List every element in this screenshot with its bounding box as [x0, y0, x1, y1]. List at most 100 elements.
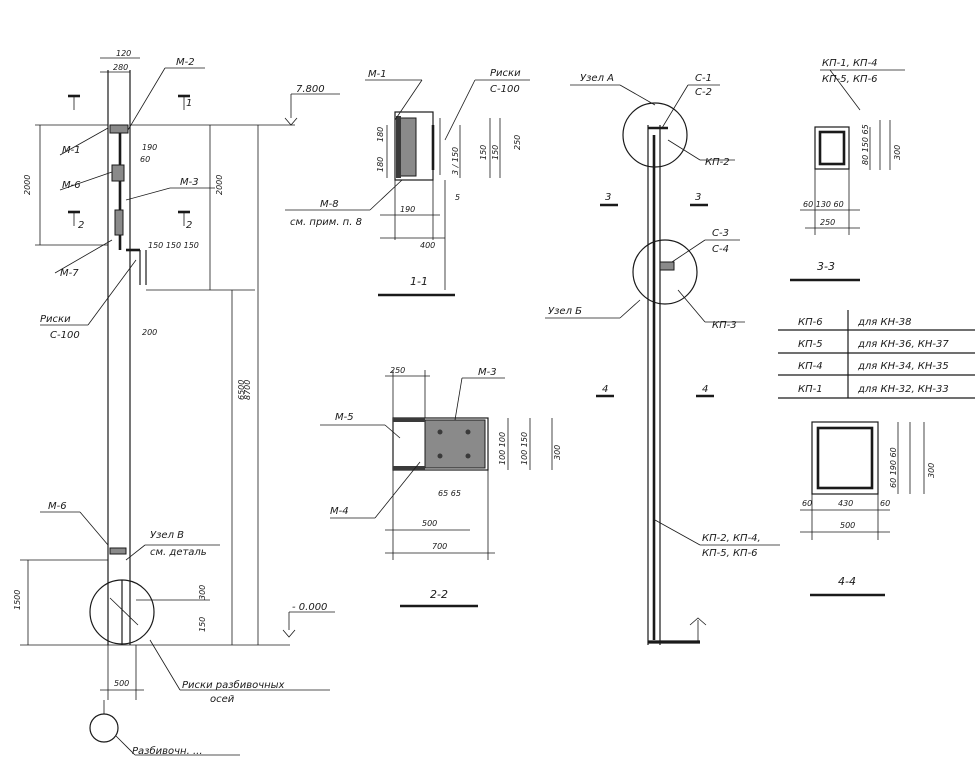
svg-text:180: 180: [376, 157, 385, 172]
s22-label-m5: М-5: [335, 412, 354, 423]
table-row4-kp: КП-1: [798, 384, 823, 395]
elevation-bottom: - 0.000: [292, 602, 327, 613]
label-risks-razb-1: Риски разбивочных: [182, 679, 285, 691]
dim-500-base: 500: [114, 679, 129, 688]
col-label-uzel-a: Узел А: [580, 73, 614, 84]
label-m3: М-3: [180, 177, 199, 188]
s11-dim-190: 190: [400, 205, 415, 214]
dim-200-mid: 200: [142, 328, 157, 337]
dim-120: 120: [116, 49, 131, 58]
svg-text:3 / 150: 3 / 150: [451, 147, 460, 175]
s11-title: 1-1: [410, 275, 428, 288]
s11-label-riski: Риски: [490, 68, 521, 79]
label-m1: М-1: [62, 145, 81, 156]
svg-text:190: 190: [142, 143, 157, 152]
kp-table: КП-6 для КН-38 КП-5 для КН-36, КН-37 КП-…: [778, 310, 975, 399]
svg-text:2: 2: [186, 220, 192, 231]
svg-text:2: 2: [78, 220, 84, 231]
col-label-kp-list2: КП-5, КП-6: [702, 548, 758, 559]
s22-dim-500: 500: [422, 519, 437, 528]
table-row2-kp: КП-5: [798, 339, 823, 350]
s44-dim-430: 430: [838, 499, 853, 508]
col-label-s2: С-2: [695, 87, 712, 98]
section-4-4: 60 190 60 300 60 430 60 500 4-4: [800, 421, 936, 597]
s11-dim-400: 400: [420, 241, 435, 250]
col-label-kp-list1: КП-2, КП-4,: [702, 533, 761, 544]
svg-text:250: 250: [513, 135, 522, 150]
svg-text:65 65: 65 65: [438, 489, 461, 498]
s44-dim-60b: 60: [880, 499, 890, 508]
section-2-2: 250 М-3 М-5 М-4 100 100 100 150 300 65 6…: [320, 366, 562, 608]
svg-text:150: 150: [479, 145, 488, 160]
svg-text:100 100: 100 100: [498, 432, 507, 465]
svg-text:150: 150: [491, 145, 500, 160]
uzel-a-circle: [622, 102, 688, 168]
dim-280: 280: [113, 63, 128, 72]
s22-dim-250: 250: [390, 366, 405, 375]
svg-text:60 130 60: 60 130 60: [803, 200, 844, 209]
label-m6-bottom: М-6: [48, 501, 67, 512]
s11-label-sm: см. прим. п. 8: [290, 217, 362, 228]
label-uzel-v-left: Узел В: [150, 530, 184, 541]
s33-label-kp2: КП-5, КП-6: [822, 74, 878, 85]
svg-text:150 150 150: 150 150 150: [148, 241, 199, 250]
s33-label-kp1: КП-1, КП-4: [822, 58, 878, 69]
elevation-top: 7.800: [296, 84, 325, 95]
svg-text:180: 180: [376, 127, 385, 142]
column-side-view: Узел А С-1 С-2 КП-2 3 3 С-3 С-4 Узел Б К…: [545, 73, 780, 645]
table-row3-desc: для КН-34, КН-35: [857, 361, 949, 372]
label-sm-detal: см. деталь: [150, 547, 207, 558]
col-label-s3: С-3: [712, 228, 729, 239]
s33-title: 3-3: [817, 260, 835, 273]
dim-2000-left: 2000: [23, 175, 32, 195]
label-s100-left: С-100: [50, 330, 80, 341]
label-razbivochn: Разбивочн. ...: [132, 745, 203, 757]
svg-text:80 150 65: 80 150 65: [861, 124, 870, 165]
table-row3-kp: КП-4: [798, 361, 823, 372]
label-m6-top: М-6: [62, 180, 81, 191]
svg-text:300: 300: [553, 445, 562, 460]
label-m2: М-2: [176, 57, 195, 68]
table-row4-desc: для КН-32, КН-33: [857, 384, 949, 395]
s44-title: 4-4: [838, 575, 856, 588]
s11-label-s100: С-100: [490, 84, 520, 95]
label-riski-left: Риски: [40, 314, 71, 325]
svg-text:300: 300: [893, 145, 902, 160]
col-label-kp3: КП-3: [712, 320, 737, 331]
col-label-s1: С-1: [695, 73, 712, 84]
col-sec3a: 3: [605, 192, 611, 203]
axis-circle: [89, 713, 119, 743]
svg-text:300: 300: [927, 463, 936, 478]
section-1-1: 180 180 3 / 150 150 150 250 М-1 Риски С-…: [285, 68, 530, 297]
svg-text:60: 60: [140, 155, 150, 164]
svg-text:1: 1: [186, 98, 192, 109]
s11-label-m1: М-1: [368, 69, 387, 80]
table-row1-kp: КП-6: [798, 317, 823, 328]
dim-300-lower: 300: [198, 585, 207, 600]
s44-dim-60a: 60: [802, 499, 812, 508]
uzel-b-circle: [632, 239, 698, 305]
table-row1-desc: для КН-38: [857, 317, 911, 328]
col-sec4b: 4: [702, 384, 708, 395]
s44-dim-500: 500: [840, 521, 855, 530]
svg-text:60 190 60: 60 190 60: [889, 447, 898, 488]
s22-label-m3: М-3: [478, 367, 497, 378]
svg-text:5: 5: [455, 193, 460, 202]
col-label-uzel-b: Узел Б: [548, 306, 582, 317]
col-sec4a: 4: [602, 384, 608, 395]
section-3-3: КП-1, КП-4 КП-5, КП-6 80 150 65 300 60 1…: [790, 58, 905, 282]
dim-2000-mid: 2000: [215, 175, 224, 195]
svg-text:100 150: 100 150: [520, 432, 529, 465]
label-m7: М-7: [60, 268, 79, 279]
col-label-kp2: КП-2: [705, 157, 730, 168]
col-label-s4: С-4: [712, 244, 729, 255]
s11-label-m8: М-8: [320, 199, 339, 210]
s22-dim-700: 700: [432, 542, 447, 551]
column-elevation-left: 120 280 1 2000 2 2 М-2 М-1 М-6 М-3 М-7 Р…: [13, 49, 340, 757]
col-sec3b: 3: [695, 192, 701, 203]
svg-text:150: 150: [198, 617, 207, 632]
s22-title: 2-2: [430, 588, 448, 601]
label-risks-razb-2: осей: [210, 694, 235, 705]
dim-6500: 6500: [237, 380, 246, 400]
